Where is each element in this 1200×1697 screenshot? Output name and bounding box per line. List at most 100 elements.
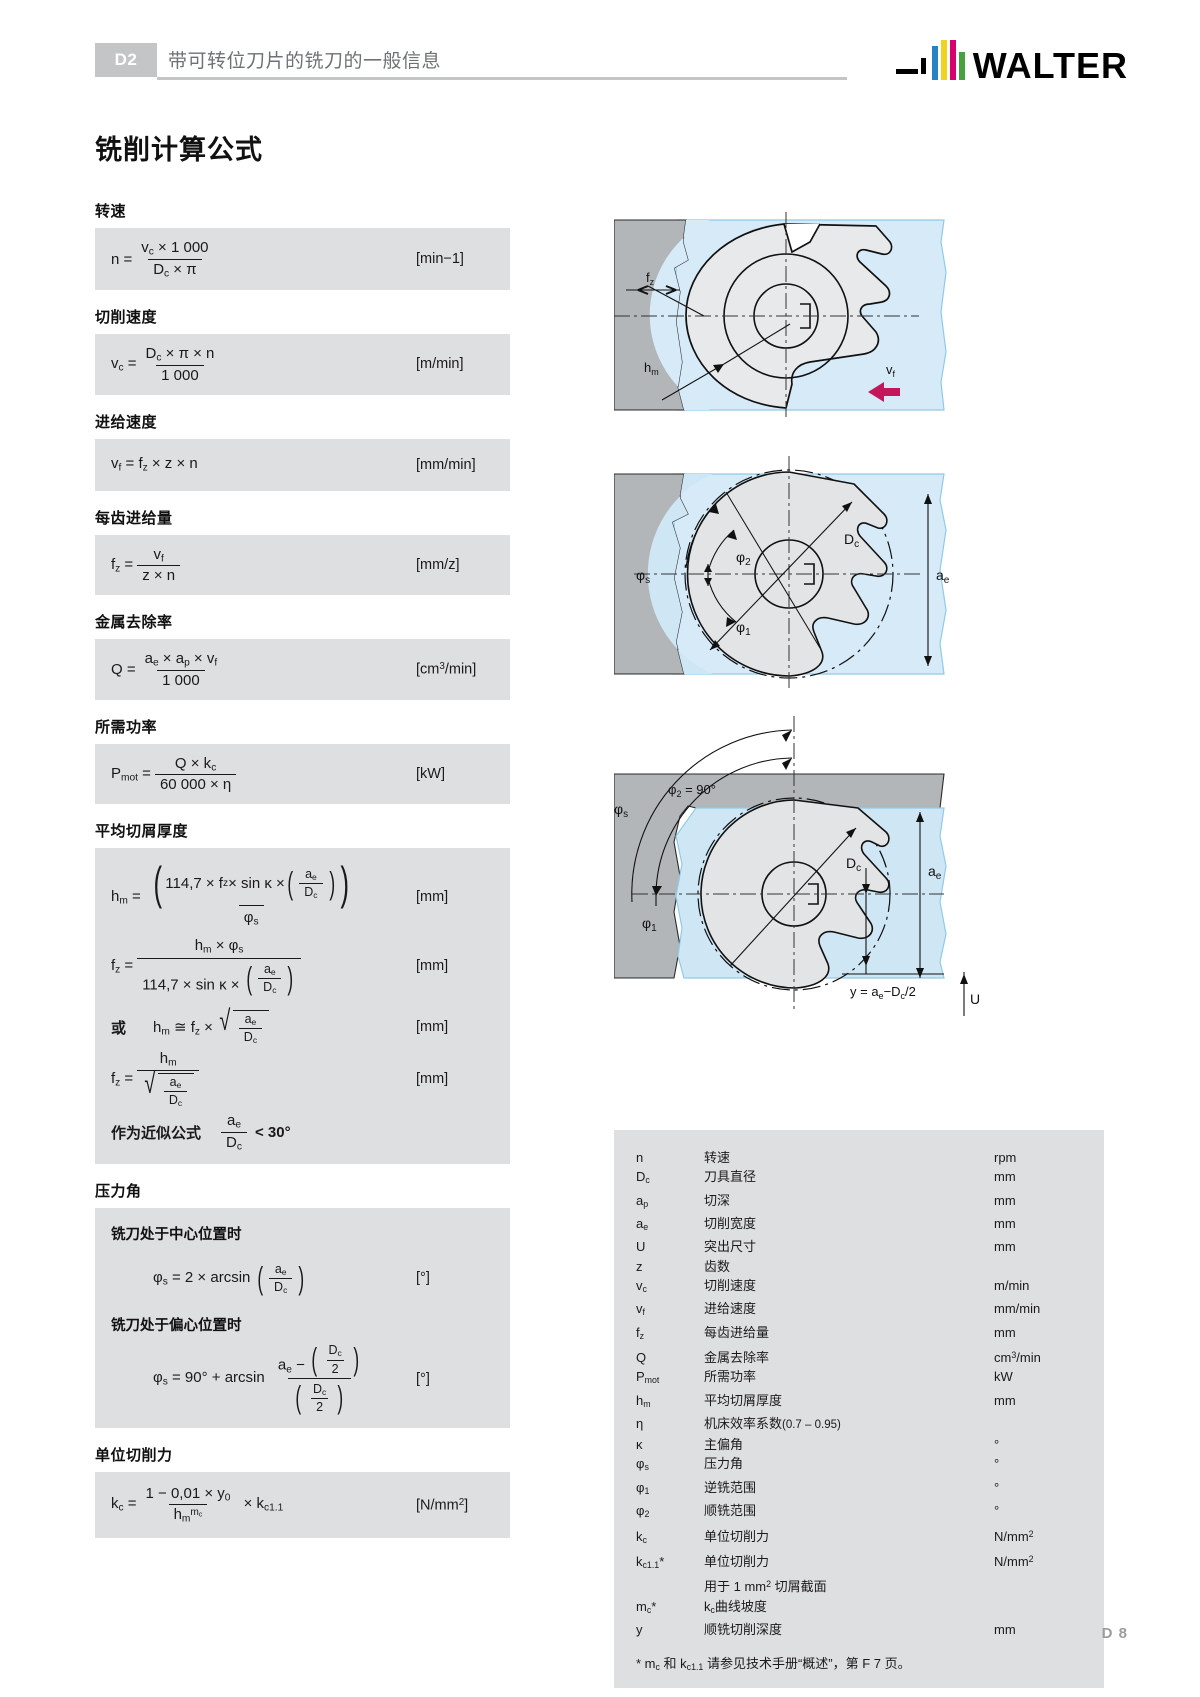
legend-desc: 单位切削力 <box>704 1528 770 1544</box>
legend-row: η 机床效率系数(0.7 – 0.95) <box>636 1414 1082 1435</box>
formula-vc: vc = Dc × π × n 1 000 <box>111 345 215 384</box>
logo-bar-yellow <box>940 40 947 80</box>
logo-tick-shape <box>920 58 926 74</box>
formula-box-kc: kc = 1 − 0,01 × y0 hmmc × kc1.1 [N/mm2] <box>95 1471 510 1538</box>
legend-symbol: η <box>636 1416 644 1432</box>
legend-row: ap 切深 mm <box>636 1191 1082 1214</box>
legend-desc: 单位切削力 <box>704 1554 770 1569</box>
legend-desc: 机床效率系数(0.7 – 0.95) <box>704 1416 841 1432</box>
formula-kc: kc = 1 − 0,01 × y0 hmmc × kc1.1 <box>111 1484 284 1525</box>
legend-unit: mm <box>994 1239 1016 1255</box>
page-header: D2 带可转位刀片的铣刀的一般信息 WALTER <box>0 0 1200 110</box>
legend-unit: ° <box>994 1456 1000 1472</box>
legend-desc: 切深 <box>704 1192 731 1208</box>
legend-desc: 顺铣切削深度 <box>704 1621 783 1637</box>
legend-desc: 主偏角 <box>704 1437 744 1453</box>
legend-unit: ° <box>994 1503 1000 1519</box>
subhead-center-position: 铣刀处于中心位置时 <box>111 1227 242 1244</box>
legend-unit: mm/min <box>994 1301 1041 1317</box>
unit-fz-full: [mm] <box>416 958 449 975</box>
legend-footnote: * mc 和 kc1.1 请参见技术手册“概述”，第 F 7 页。 <box>636 1656 911 1673</box>
legend-symbol: fz <box>636 1324 645 1341</box>
unit-Pmot: [kW] <box>416 766 445 782</box>
legend-desc: 压力角 <box>704 1456 744 1472</box>
approx-note-label: 作为近似公式 <box>111 1124 202 1142</box>
formula-fz: fz = vf z × n <box>111 546 416 584</box>
legend-symbol: Pmot <box>636 1369 660 1386</box>
legend-desc: 突出尺寸 <box>704 1239 757 1255</box>
figure1-label-vf: vf <box>886 362 896 379</box>
legend-row: U 突出尺寸 mm <box>636 1237 1082 1256</box>
legend-desc: 用于 1 mm2 切屑截面 <box>704 1579 827 1595</box>
legend-row: hm 平均切屑厚度 mm <box>636 1391 1082 1414</box>
legend-unit: mm <box>994 1392 1016 1408</box>
figure-chip-thickness-diagram: fz hm vf <box>614 212 996 423</box>
legend-symbol: kc1.1* <box>636 1554 665 1571</box>
logo-color-bars <box>931 40 968 80</box>
legend-row: Pmot 所需功率 kW <box>636 1367 1082 1390</box>
formula-box-vf: vf = fz × z × n [mm/min] <box>95 438 510 491</box>
section-heading-feed-per-tooth: 每齿进给量 <box>95 509 173 527</box>
unit-n: [min−1] <box>416 251 464 268</box>
legend-unit: mm <box>994 1169 1016 1185</box>
figure3-label-phi2: φ2 = 90° <box>668 782 716 799</box>
section-heading-power: 所需功率 <box>95 718 158 736</box>
legend-row: 用于 1 mm2 切屑截面 <box>636 1575 1082 1596</box>
subhead-offset-position: 铣刀处于偏心位置时 <box>111 1318 242 1335</box>
legend-unit: N/mm2 <box>994 1554 1034 1569</box>
chapter-tag: D2 <box>95 43 157 77</box>
legend-desc: 每齿进给量 <box>704 1324 770 1340</box>
figure3-label-y: y = ae−Dc/2 <box>850 984 916 1001</box>
unit-vf: [mm/min] <box>416 456 476 473</box>
formula-column: 转速 n = vc × 1 000 Dc × π [min−1] 切削速度 vc… <box>95 200 510 1542</box>
formula-Q: Q = ae × ap × vf 1 000 <box>111 650 218 689</box>
legend-desc: 所需功率 <box>704 1369 757 1385</box>
legend-row: fz 每齿进给量 mm <box>636 1323 1082 1346</box>
legend-symbol: φs <box>636 1456 649 1473</box>
logo-bar-blue <box>931 46 938 80</box>
legend-unit: ° <box>994 1479 1000 1495</box>
walter-logo: WALTER <box>895 40 1128 84</box>
legend-desc-extra: (0.7 – 0.95) <box>782 1419 841 1432</box>
page-number: D 8 <box>1101 1625 1128 1642</box>
legend-unit: kW <box>994 1369 1013 1385</box>
figure-engagement-angles-diagram: Dc φ2 φ1 φs ae <box>613 452 996 695</box>
legend-symbol: φ2 <box>636 1503 650 1520</box>
figure-offset-position-diagram: φs φ2 = 90° φ1 Dc ae y = ae−Dc/2 U <box>613 716 996 1021</box>
legend-unit: mm <box>994 1192 1016 1208</box>
legend-unit: mm <box>994 1216 1016 1232</box>
header-title: 带可转位刀片的铣刀的一般信息 <box>168 51 442 72</box>
legend-desc: 刀具直径 <box>704 1169 757 1185</box>
legend-symbol: φ1 <box>636 1479 650 1497</box>
figure1-feed-arrow <box>868 382 900 402</box>
legend-symbol: hm <box>636 1392 651 1409</box>
legend-symbol: ap <box>636 1192 649 1209</box>
legend-symbol: mc* <box>636 1598 657 1615</box>
formula-box-Q: Q = ae × ap × vf 1 000 [cm3/min] <box>95 639 510 700</box>
legend-desc: 平均切屑厚度 <box>704 1392 783 1408</box>
legend-desc: 转速 <box>704 1150 731 1165</box>
legend-symbol: y <box>636 1621 643 1637</box>
legend-symbol: z <box>636 1258 643 1274</box>
formula-box-n: n = vc × 1 000 Dc × π [min−1] <box>95 228 510 291</box>
unit-phis-offset: [°] <box>416 1370 430 1387</box>
legend-row: z 齿数 <box>636 1257 1082 1276</box>
legend-unit: mm <box>994 1324 1016 1340</box>
unit-fz: [mm/z] <box>416 556 460 573</box>
legend-desc: 齿数 <box>704 1258 731 1274</box>
legend-symbol: Q <box>636 1350 647 1366</box>
legend-unit: m/min <box>994 1277 1030 1293</box>
section-heading-chip-thickness: 平均切屑厚度 <box>95 823 189 841</box>
legend-symbol: U <box>636 1239 646 1255</box>
